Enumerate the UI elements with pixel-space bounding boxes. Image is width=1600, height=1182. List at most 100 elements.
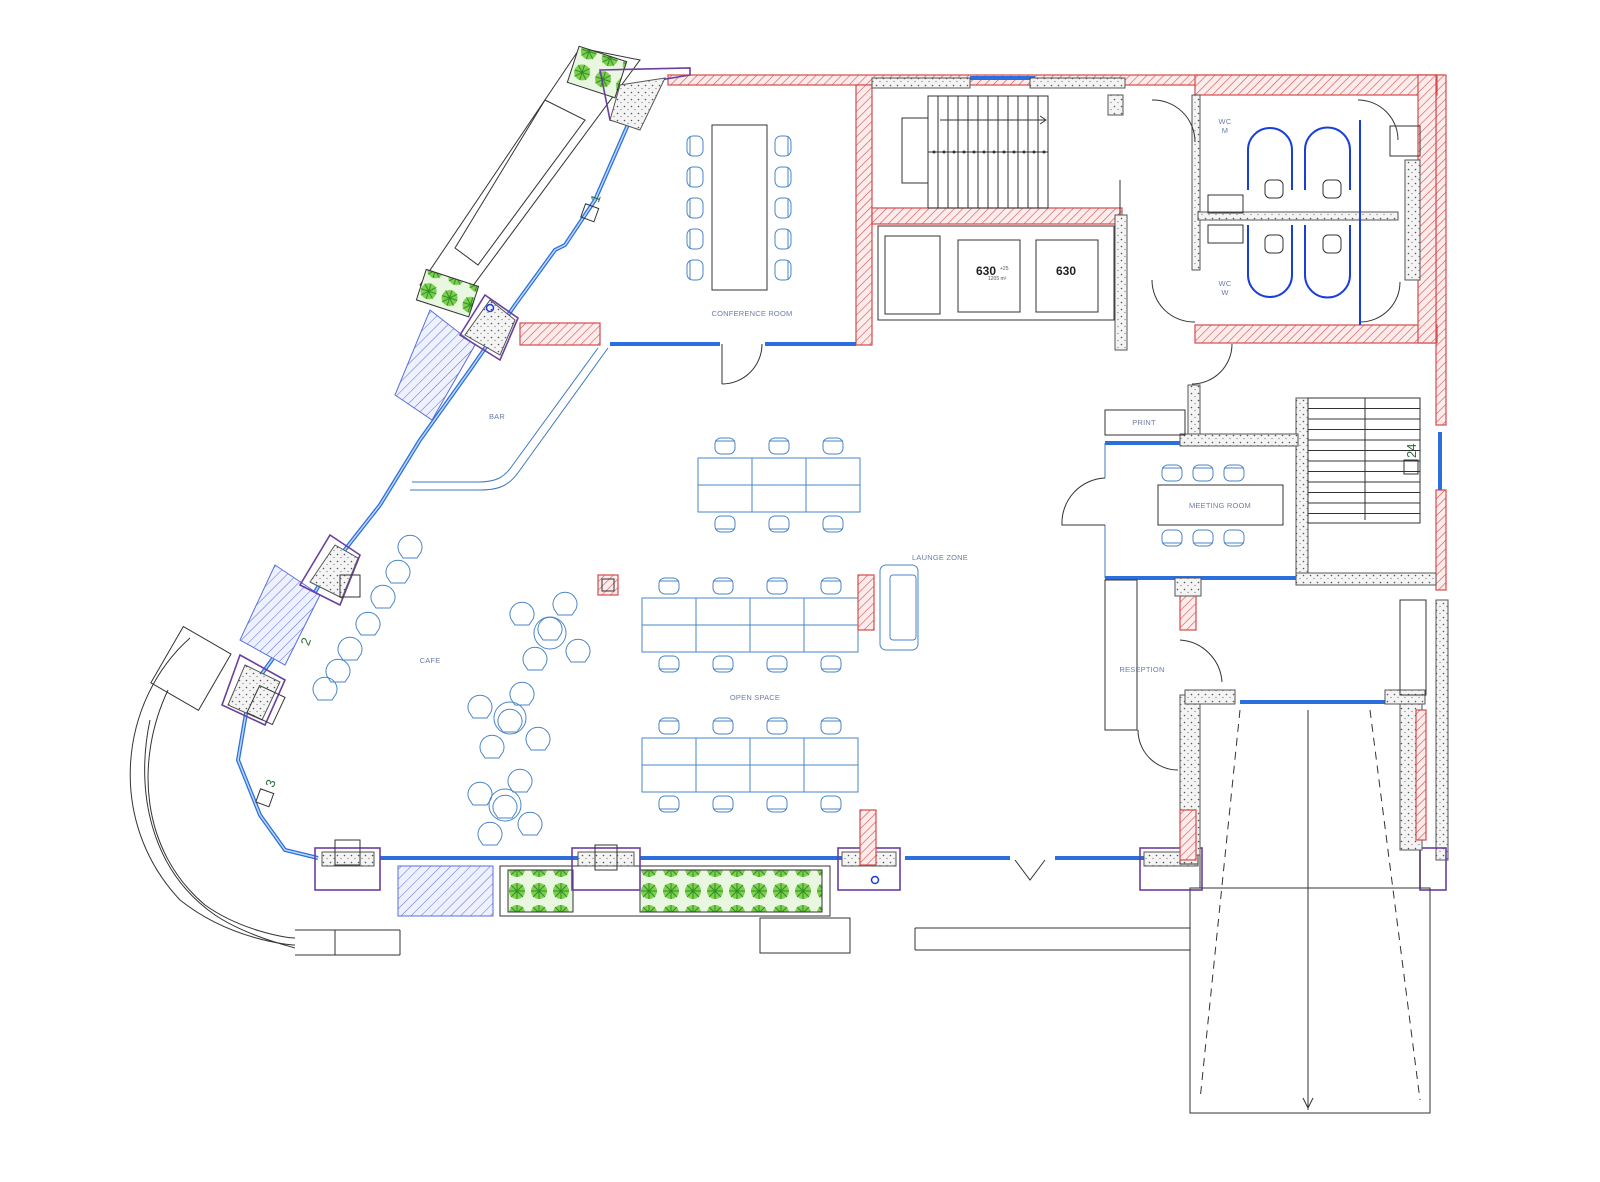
- axis-2: 2: [297, 635, 314, 647]
- wc-w-line-1: WC: [1219, 279, 1232, 288]
- elevator-right-label: 630: [1056, 264, 1076, 278]
- desk: [641, 764, 697, 793]
- conference-room: CONFERENCE ROOM: [519, 84, 873, 385]
- chair: [768, 437, 790, 455]
- wc-door-w: [1151, 279, 1196, 323]
- chair: [714, 437, 736, 455]
- desk-groups: [641, 437, 861, 813]
- elevator-block: [877, 225, 1115, 321]
- cafe-chairs: [312, 534, 591, 846]
- purple-column-3: [298, 533, 361, 607]
- cafe-seat: [355, 611, 381, 636]
- desk: [641, 624, 697, 653]
- chair: [714, 515, 736, 533]
- terrace-step-1: [150, 625, 232, 711]
- cafe-seat: [467, 781, 493, 806]
- chair: [686, 228, 704, 250]
- cafe-seat: [312, 676, 338, 701]
- cafe-seat: [385, 559, 411, 584]
- right-wall-lower: [1435, 489, 1447, 591]
- staircase-2: [1295, 397, 1437, 586]
- cafe-table: [493, 701, 527, 735]
- purple-column-2: [458, 293, 519, 362]
- bar: BAR: [410, 347, 609, 491]
- cafe-seat: [492, 794, 518, 819]
- purple-column-4: [220, 653, 287, 727]
- desk: [805, 457, 861, 486]
- desk: [695, 597, 751, 626]
- cafe-seat: [479, 734, 505, 759]
- balcony-top-left: [220, 45, 880, 885]
- desk: [641, 737, 697, 766]
- desk-group: [641, 717, 859, 813]
- desk: [751, 484, 807, 513]
- cafe-seat: [509, 601, 535, 626]
- conference-table: [711, 124, 768, 291]
- cafe-seat: [370, 584, 396, 609]
- axis-24: 24: [1404, 444, 1419, 458]
- bar-counter: [410, 347, 609, 491]
- conference-room-label: CONFERENCE ROOM: [712, 309, 793, 318]
- chair: [820, 717, 842, 735]
- chair: [766, 717, 788, 735]
- lounge-sofa: [879, 564, 919, 651]
- hatched-stair-1: [394, 309, 476, 421]
- chair: [774, 259, 792, 281]
- wc-m-line-2: M: [1222, 126, 1228, 135]
- meeting-table: [1157, 484, 1284, 526]
- cafe-table: [488, 788, 522, 822]
- bottom-hatch: [397, 865, 494, 917]
- chair: [774, 228, 792, 250]
- column-3: [309, 544, 359, 599]
- wc-m-line-1: WC: [1219, 117, 1232, 126]
- chair: [1161, 464, 1183, 482]
- chair: [658, 577, 680, 595]
- desk: [697, 457, 753, 486]
- chair: [822, 515, 844, 533]
- bottom-planter: [499, 865, 831, 917]
- chair: [774, 135, 792, 157]
- chair: [686, 259, 704, 281]
- chair: [658, 655, 680, 673]
- core: 630 630 +25 1205 m²: [871, 77, 1128, 351]
- stairs-2: [1308, 397, 1420, 514]
- desk: [695, 737, 751, 766]
- reception-label: RESEPTION: [1119, 665, 1164, 674]
- curved-terrace: [129, 625, 1190, 956]
- meeting-room-label: MEETING ROOM: [1189, 501, 1251, 510]
- column-1: [609, 77, 666, 131]
- wc-block: WC M WC W: [1151, 74, 1438, 436]
- chair: [712, 717, 734, 735]
- cafe: CAFE: [312, 534, 591, 846]
- chair: [768, 515, 790, 533]
- entry-door: [1014, 859, 1046, 881]
- planter-top: [566, 45, 628, 99]
- conference-chairs-left: [686, 135, 704, 281]
- conference-chairs-right: [774, 135, 792, 281]
- right-wall: [1435, 74, 1447, 426]
- axis-3: 3: [262, 777, 279, 789]
- meeting-room: PRINT MEETING ROOM: [1061, 409, 1299, 580]
- chair: [766, 795, 788, 813]
- chair: [820, 655, 842, 673]
- desk: [749, 624, 805, 653]
- desk: [751, 457, 807, 486]
- desk: [803, 624, 859, 653]
- reception-door: [1179, 639, 1223, 683]
- desk-group: [697, 437, 861, 533]
- open-space: OPEN SPACE LAUNGE ZONE: [597, 437, 968, 813]
- chair: [658, 795, 680, 813]
- chair: [1192, 529, 1214, 547]
- chair: [822, 437, 844, 455]
- shaft: [884, 235, 941, 315]
- column-marker-1: [485, 303, 495, 313]
- desk: [695, 624, 751, 653]
- meeting-chairs: [1161, 464, 1245, 547]
- diagonal-facade-inner: [237, 119, 631, 859]
- conference-left-wall: [519, 322, 601, 346]
- lounge-label: LAUNGE ZONE: [912, 553, 968, 562]
- diagonal-facade-glass: [235, 119, 632, 860]
- chair: [1161, 529, 1183, 547]
- desk: [641, 597, 697, 626]
